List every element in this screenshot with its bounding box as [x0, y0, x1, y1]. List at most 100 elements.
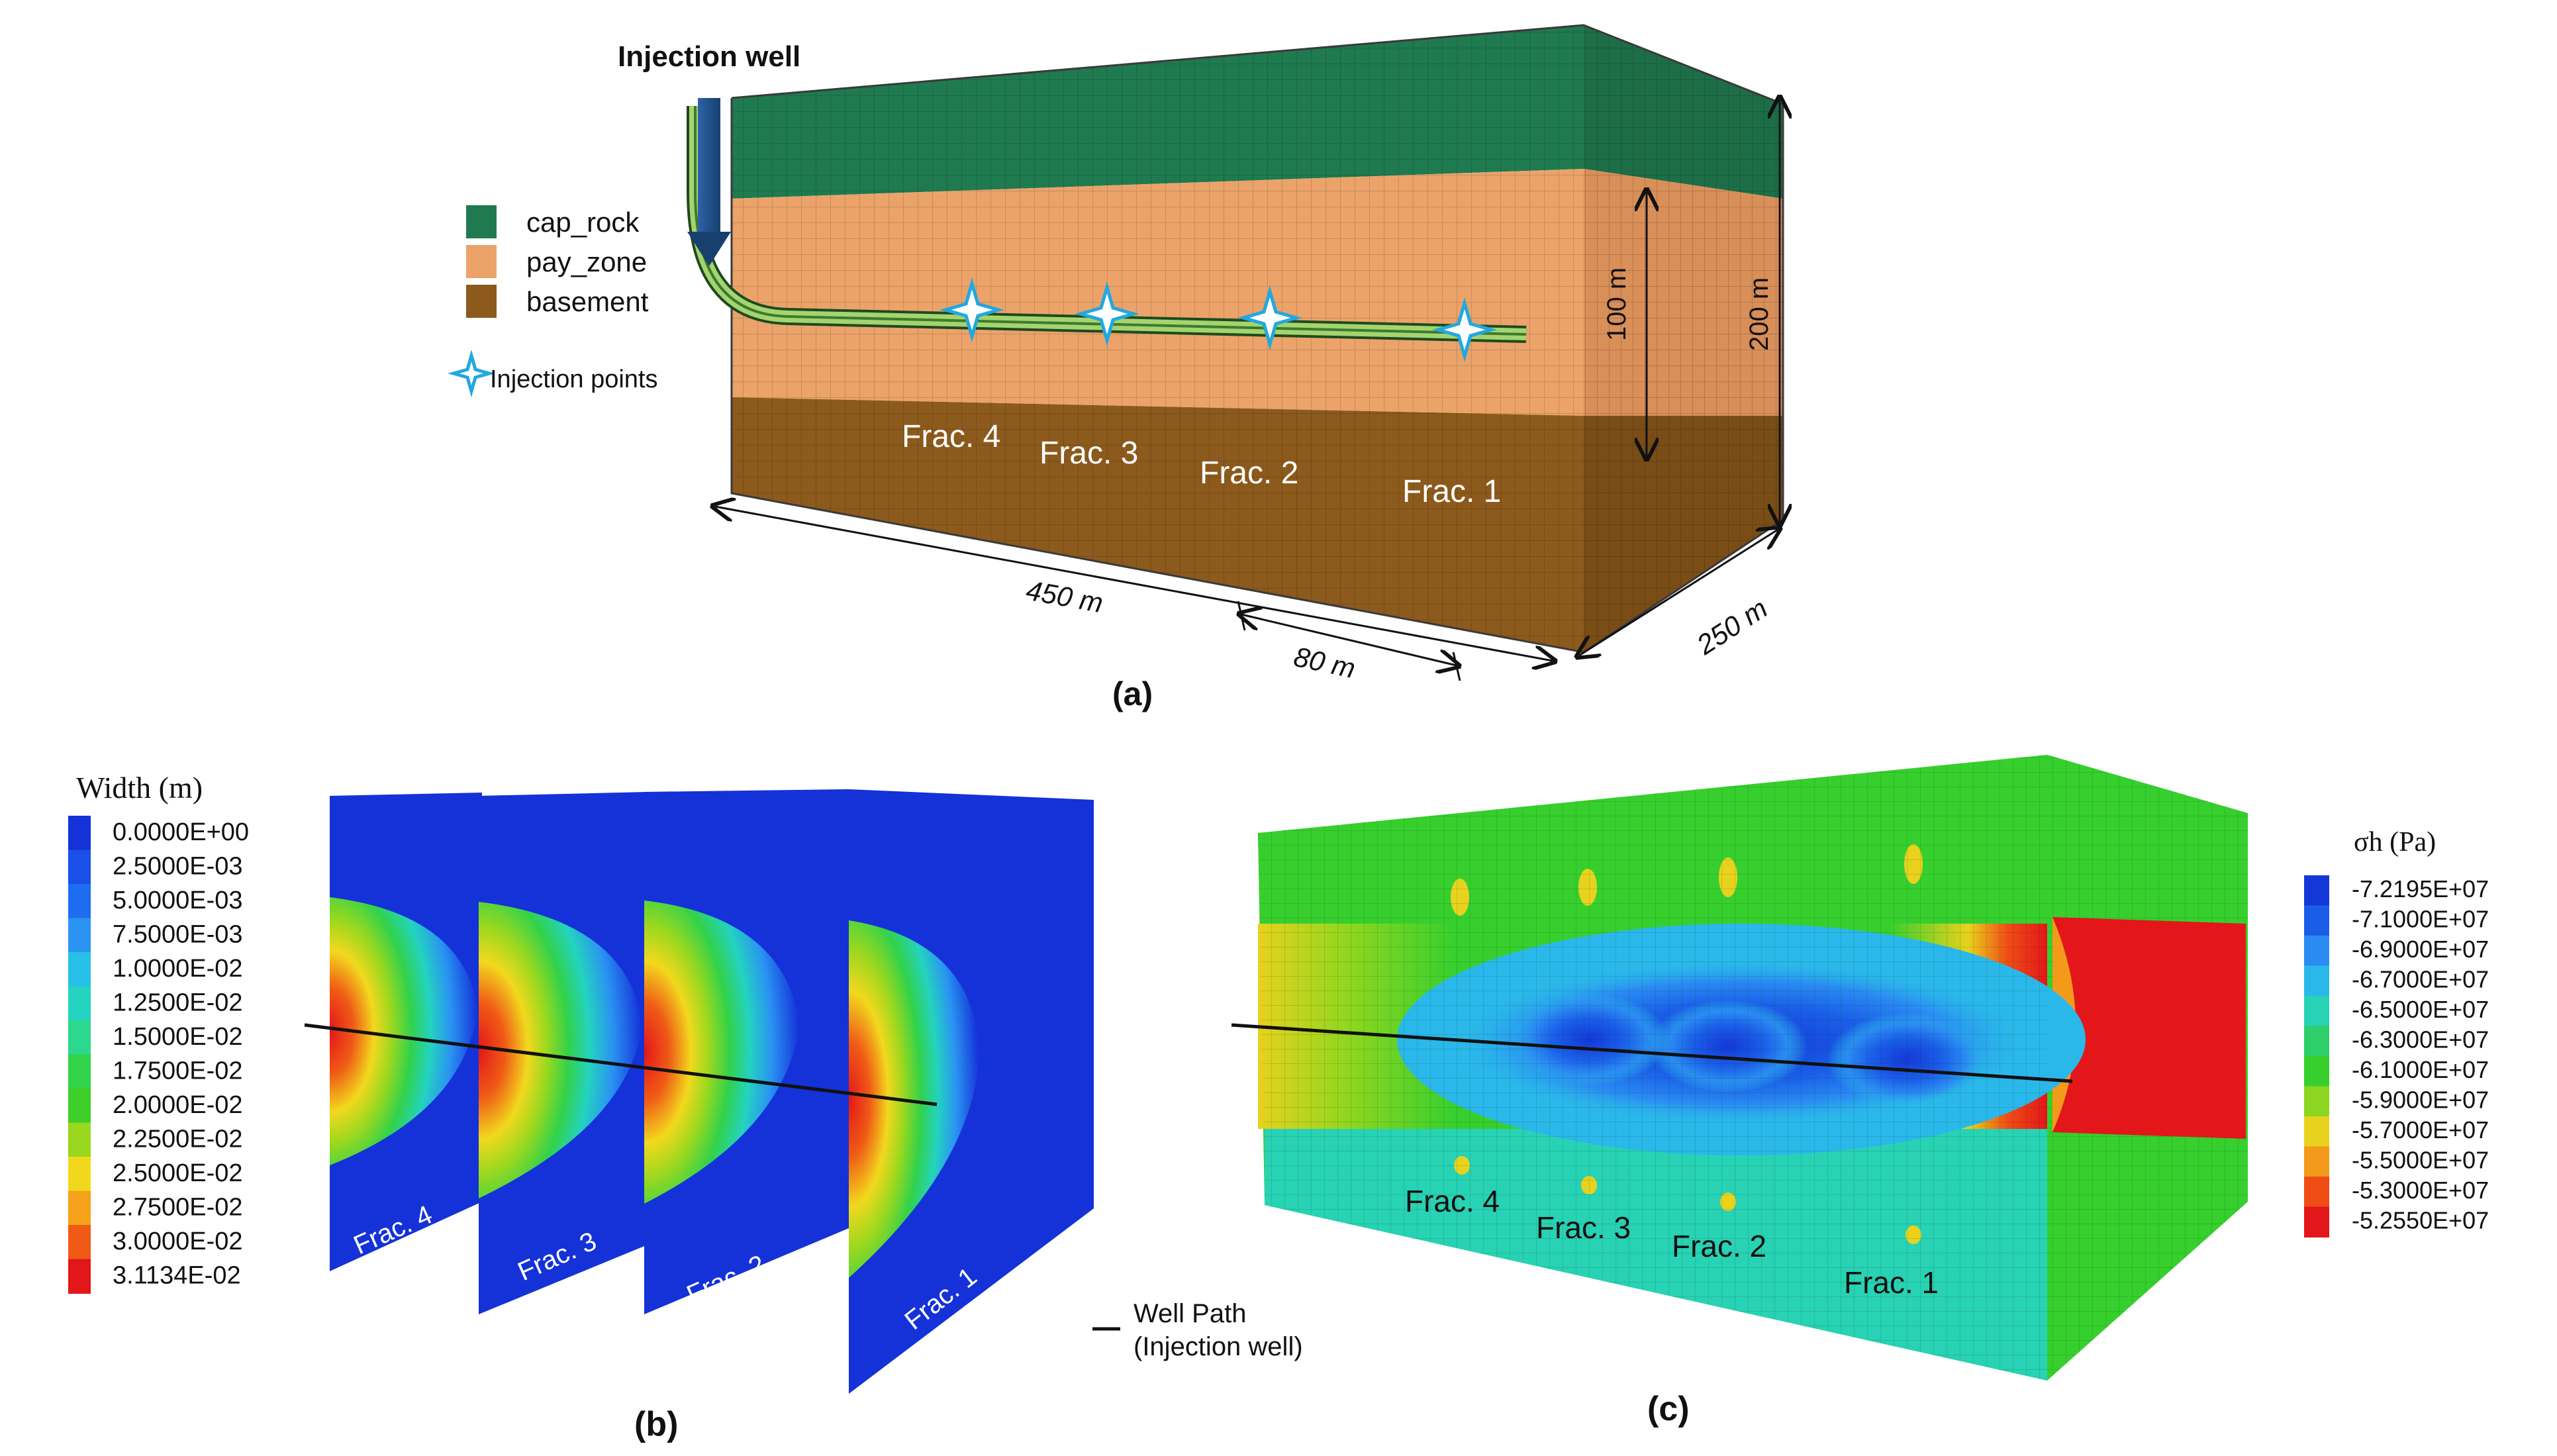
c-frac-3-label: Frac. 3 [1536, 1210, 1631, 1245]
front-mesh [732, 25, 1584, 652]
width-legend-value: 1.0000E-02 [113, 955, 243, 983]
stress-legend-value: -5.7000E+07 [2352, 1116, 2489, 1143]
legend-swatch-basement [466, 285, 497, 318]
injection-point-icon [940, 277, 1004, 342]
caption-b: (b) [634, 1405, 678, 1443]
width-legend-value: 7.5000E-03 [113, 921, 243, 949]
width-legend-swatch [68, 918, 91, 953]
spacing-tick-left [1237, 601, 1246, 631]
payzone-label: 100 m [1602, 267, 1631, 341]
stress-legend-swatch [2304, 905, 2329, 936]
c-well-path-line [1231, 1023, 2073, 1083]
frac-plane-3 [479, 792, 648, 1314]
length-label: 450 m [1024, 575, 1105, 619]
panel-a: Frac. 4 Frac. 3 Frac. 2 Frac. 1 Injectio… [447, 24, 1783, 712]
width-legend-swatch [68, 884, 91, 919]
frac-4-label: Frac. 4 [902, 419, 1000, 454]
side-mesh [1584, 25, 1783, 652]
width-legend-value: 3.1134E-02 [113, 1262, 241, 1290]
width-legend-value: 1.5000E-02 [113, 1023, 243, 1051]
width-dimension [1579, 530, 1778, 655]
legend-swatch-cap-rock [466, 205, 497, 238]
width-legend-value: 2.2500E-02 [113, 1126, 243, 1153]
panel-b: Width (m) 0.0000E+002.5000E-035.0000E-03… [68, 771, 1303, 1443]
stress-legend-swatch [2304, 936, 2329, 967]
width-legend-value: 0.0000E+00 [113, 818, 249, 846]
injection-arrow-shaft [698, 98, 720, 237]
stress-legend-value: -6.3000E+07 [2352, 1026, 2489, 1053]
well-path-legend-label: Well Path [1134, 1299, 1246, 1328]
width-legend-swatch [68, 1020, 91, 1055]
injection-point-icon [1432, 297, 1497, 362]
width-legend-value: 2.7500E-02 [113, 1194, 243, 1222]
injection-point-icon [1075, 281, 1139, 346]
spacing-label: 80 m [1291, 641, 1358, 684]
width-legend-swatch [68, 1122, 91, 1157]
injection-well-title: Injection well [618, 40, 800, 73]
stress-legend: -7.2195E+07-7.1000E+07-6.9000E+07-6.7000… [2304, 875, 2489, 1238]
width-legend-value: 2.0000E-02 [113, 1091, 243, 1119]
width-legend-value: 2.5000E-02 [113, 1159, 243, 1187]
width-label: 250 m [1690, 593, 1772, 661]
width-legend-swatch [68, 816, 91, 851]
stress-legend-swatch [2304, 996, 2329, 1027]
width-legend-swatch [68, 1157, 91, 1192]
c-front-mesh [1258, 755, 2047, 1381]
legend-label-pay-zone: pay_zone [526, 246, 647, 277]
stress-legend-value: -5.5000E+07 [2352, 1146, 2489, 1173]
injection-point-icon [1237, 285, 1302, 350]
stress-legend-swatch [2304, 1056, 2329, 1087]
frac-3-label: Frac. 3 [1039, 436, 1138, 471]
stress-legend-value: -5.9000E+07 [2352, 1086, 2489, 1113]
c-frac-4-label: Frac. 4 [1405, 1184, 1500, 1218]
spacing-tick-right [1452, 652, 1461, 681]
width-legend-swatch [68, 1089, 91, 1124]
frac-2-label: Frac. 2 [1200, 456, 1298, 491]
c-frac-2-label: Frac. 2 [1672, 1229, 1766, 1263]
stress-legend-value: -6.1000E+07 [2352, 1056, 2489, 1083]
stress-legend-value: -6.7000E+07 [2352, 965, 2489, 993]
frac-plane-2 [644, 789, 849, 1314]
stress-legend-swatch [2304, 1086, 2329, 1117]
width-legend-swatch [68, 1190, 91, 1226]
injection-points [940, 277, 1497, 362]
width-legend-value: 2.5000E-03 [113, 853, 243, 881]
stress-legend-value: -6.9000E+07 [2352, 936, 2489, 963]
width-legend-swatch [68, 952, 91, 987]
b-well-path-line [304, 1023, 938, 1106]
legend-swatch-pay-zone [466, 245, 497, 278]
legend-label-cap-rock: cap_rock [526, 207, 640, 238]
stress-legend-swatch [2304, 1177, 2329, 1208]
injection-point-legend-icon [447, 349, 496, 398]
width-legend-swatch [68, 1225, 91, 1260]
frac-1-label: Frac. 1 [1402, 474, 1501, 509]
width-legend-value: 3.0000E-02 [113, 1228, 243, 1255]
width-legend-swatch [68, 986, 91, 1021]
width-legend: 0.0000E+00 2.5000E-03 5.0000E-03 7.5000E-03… [68, 816, 249, 1294]
c-side-high-stress [2052, 917, 2246, 1139]
frac-plane-4 [330, 793, 482, 1271]
stress-legend-swatch [2304, 1026, 2329, 1057]
stress-legend-swatch [2304, 875, 2329, 906]
stress-legend-swatch [2304, 1206, 2329, 1238]
spacing-dimension [1241, 614, 1457, 665]
height-label: 200 m [1745, 277, 1774, 351]
stress-legend-value: -6.5000E+07 [2352, 996, 2489, 1023]
width-legend-swatch [68, 1054, 91, 1089]
stress-legend-value: -5.2550E+07 [2352, 1206, 2489, 1234]
well-path-legend-sub: (Injection well) [1134, 1332, 1303, 1361]
width-legend-swatch [68, 1259, 91, 1294]
legend-label-basement: basement [526, 286, 649, 317]
stress-legend-value: -5.3000E+07 [2352, 1177, 2489, 1204]
width-legend-swatch [68, 849, 91, 885]
c-frac-1-label: Frac. 1 [1844, 1265, 1939, 1300]
stress-legend-value: -7.2195E+07 [2352, 875, 2489, 902]
width-legend-value: 5.0000E-03 [113, 887, 243, 914]
caption-a: (a) [1112, 675, 1153, 712]
panel-c: Frac. 4 Frac. 3 Frac. 2 Frac. 1 σh (Pa) … [1231, 755, 2489, 1428]
well-path-center [694, 106, 1527, 336]
stress-legend-swatch [2304, 965, 2329, 996]
stress-legend-swatch [2304, 1146, 2329, 1177]
frac-plane-1 [849, 789, 1094, 1394]
